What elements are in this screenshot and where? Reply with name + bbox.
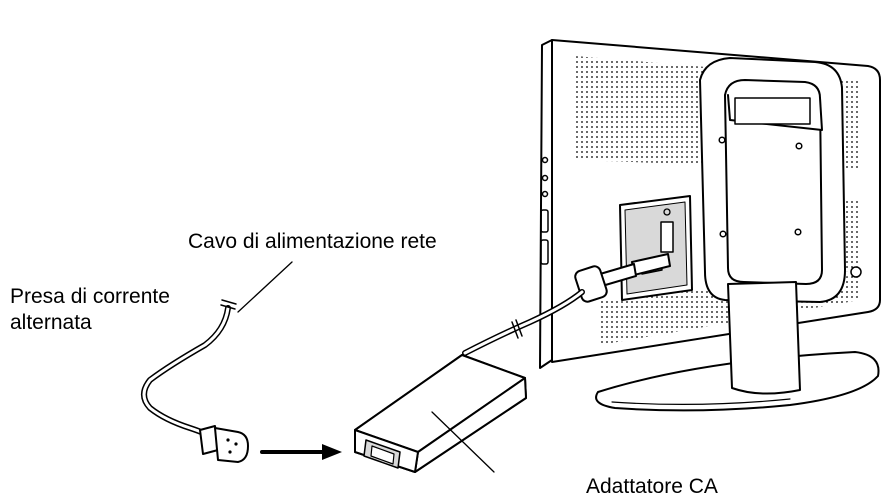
ac-outlet-label-line1: Presa di corrente (10, 285, 170, 308)
dc-cable (462, 289, 585, 356)
stand-handle (699, 57, 846, 303)
lock-slot (850, 266, 862, 278)
stand-neck (727, 281, 801, 395)
ac-adapter-label: Adattatore CA (586, 475, 718, 498)
monitor-rear (539, 39, 881, 412)
power-cord (141, 299, 249, 463)
dc-plug (574, 253, 671, 303)
side-buttons (540, 156, 549, 265)
ac-outlet-label-line2: alternata (10, 311, 92, 334)
ac-adapter (354, 354, 527, 473)
connector-panel (619, 195, 693, 301)
power-cord-label: Cavo di alimentazione rete (188, 230, 437, 253)
insert-arrow (260, 444, 342, 460)
leader-lines (237, 261, 495, 473)
